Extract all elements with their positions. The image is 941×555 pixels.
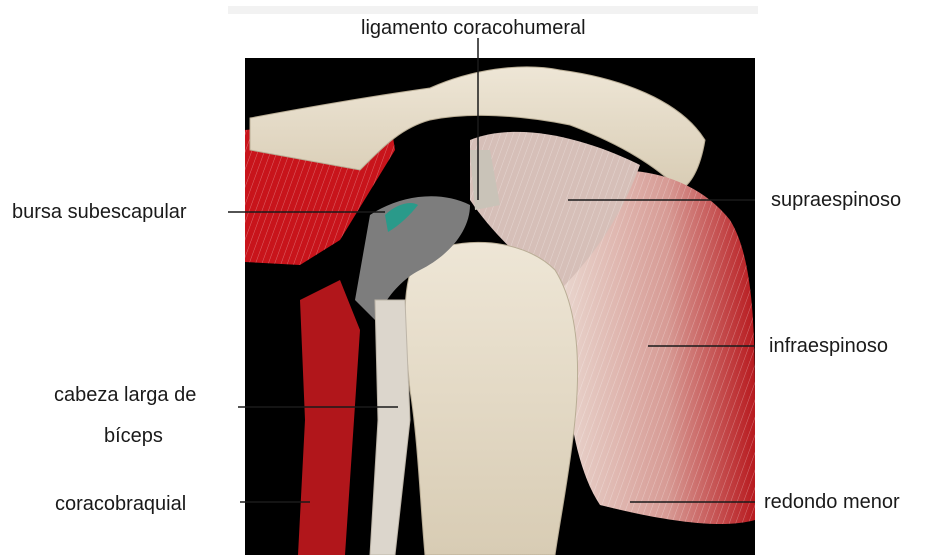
label-bursa-subescapular: bursa subescapular xyxy=(12,202,187,222)
label-cabeza-larga-line2: bíceps xyxy=(104,426,163,446)
label-supraespinoso: supraespinoso xyxy=(771,190,901,210)
label-infraespinoso: infraespinoso xyxy=(769,336,888,356)
humerus-shape xyxy=(405,242,578,555)
label-ligamento-coracohumeral: ligamento coracohumeral xyxy=(361,18,586,38)
label-redondo-menor: redondo menor xyxy=(764,492,900,512)
top-strip xyxy=(228,6,758,14)
label-coracobraquial: coracobraquial xyxy=(55,494,186,514)
label-cabeza-larga-line1: cabeza larga de xyxy=(54,385,196,405)
